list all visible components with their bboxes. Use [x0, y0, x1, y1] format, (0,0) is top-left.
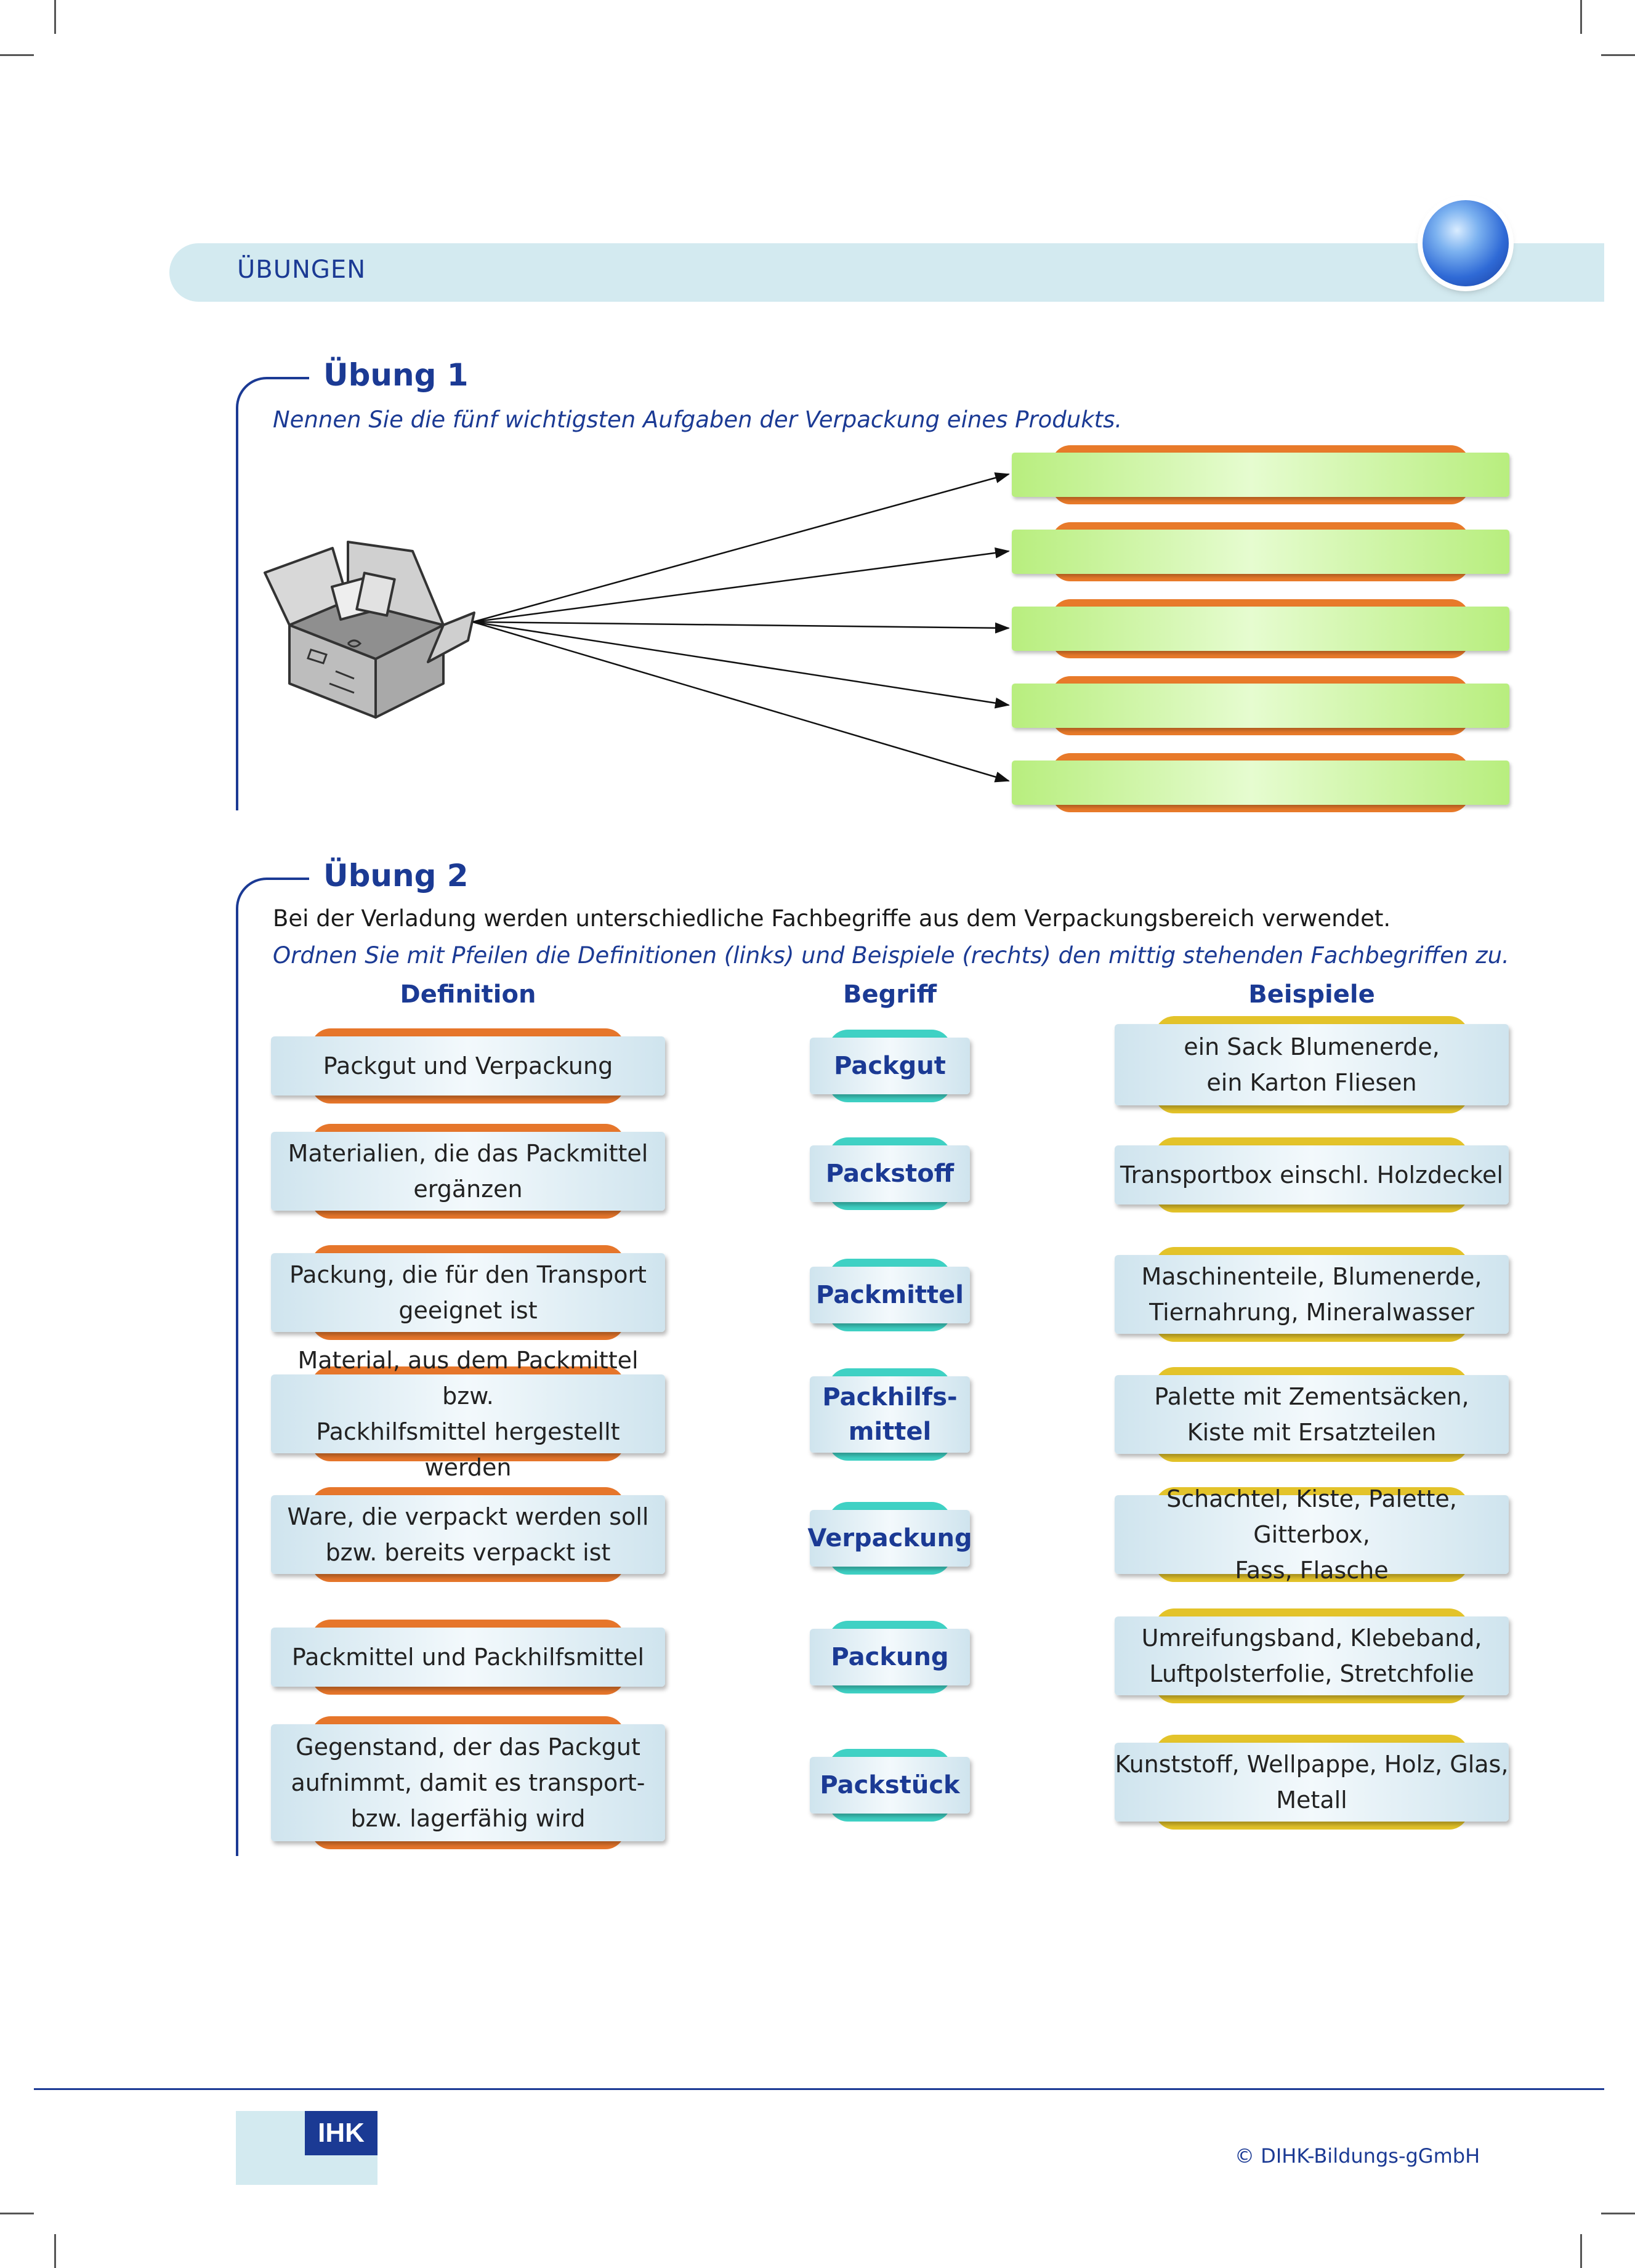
- example-card[interactable]: Palette mit Zementsäcken,Kiste mit Ersat…: [1115, 1367, 1509, 1462]
- definition-card[interactable]: Packgut und Verpackung: [271, 1028, 665, 1104]
- section-header-band: [169, 243, 1604, 302]
- exercise2-instruction: Ordnen Sie mit Pfeilen die Definitionen …: [273, 942, 1509, 969]
- crop-mark: [1580, 0, 1582, 34]
- definition-card[interactable]: Packmittel und Packhilfsmittel: [271, 1620, 665, 1695]
- term-card[interactable]: Packgut: [810, 1030, 970, 1102]
- term-card[interactable]: Packhilfs-mittel: [810, 1368, 970, 1461]
- example-card[interactable]: Umreifungsband, Klebeband,Luftpolsterfol…: [1115, 1608, 1509, 1703]
- answer-box-2[interactable]: [1012, 522, 1509, 581]
- term-card[interactable]: Packstoff: [810, 1137, 970, 1210]
- crop-mark: [54, 2234, 56, 2268]
- term-card[interactable]: Verpackung: [807, 1502, 972, 1575]
- exercise1-bracket: [236, 377, 309, 810]
- example-card[interactable]: Transportbox einschl. Holzdeckel: [1115, 1137, 1509, 1213]
- crop-mark: [0, 2213, 34, 2214]
- exercise2-title: Übung 2: [323, 858, 469, 894]
- exercise1-instruction: Nennen Sie die fünf wichtigsten Aufgaben…: [273, 406, 1123, 433]
- definition-card[interactable]: Material, aus dem Packmittel bzw.Packhil…: [271, 1347, 665, 1481]
- footer-divider: [34, 2088, 1604, 2090]
- open-box-icon: [264, 541, 475, 719]
- answer-box-4[interactable]: [1012, 676, 1509, 735]
- example-card[interactable]: Kunststoff, Wellpappe, Holz, Glas,Metall: [1115, 1735, 1509, 1830]
- exercise2-bracket: [236, 878, 309, 1856]
- term-card[interactable]: Packung: [810, 1621, 970, 1693]
- answer-box-1[interactable]: [1012, 445, 1509, 504]
- column-header-term: Begriff: [842, 980, 937, 1009]
- copyright-notice: © DIHK-Bildungs-gGmbH: [1235, 2144, 1480, 2168]
- crop-mark: [1580, 2234, 1582, 2268]
- column-header-examples: Beispiele: [1248, 980, 1375, 1009]
- example-card[interactable]: ein Sack Blumenerde,ein Karton Fliesen: [1115, 1016, 1509, 1113]
- term-card[interactable]: Packstück: [810, 1749, 970, 1822]
- crop-mark: [1601, 2213, 1635, 2214]
- example-card[interactable]: Maschinenteile, Blumenerde,Tiernahrung, …: [1115, 1247, 1509, 1342]
- example-card[interactable]: Schachtel, Kiste, Palette, Gitterbox,Fas…: [1115, 1485, 1509, 1584]
- exercise1-title: Übung 1: [323, 357, 469, 393]
- ihk-logo: IHK: [305, 2111, 377, 2155]
- answer-box-3[interactable]: [1012, 599, 1509, 658]
- term-card[interactable]: Packmittel: [810, 1259, 970, 1331]
- arrows-to-answers: [472, 472, 1010, 783]
- crop-mark: [54, 0, 56, 34]
- column-header-definition: Definition: [400, 980, 536, 1009]
- section-title: ÜBUNGEN: [237, 256, 366, 284]
- crop-mark: [1601, 54, 1635, 56]
- blue-ball-icon: [1423, 200, 1509, 286]
- exercise2-intro: Bei der Verladung werden unterschiedlich…: [273, 905, 1391, 932]
- crop-mark: [0, 54, 34, 56]
- answer-box-5[interactable]: [1012, 753, 1509, 812]
